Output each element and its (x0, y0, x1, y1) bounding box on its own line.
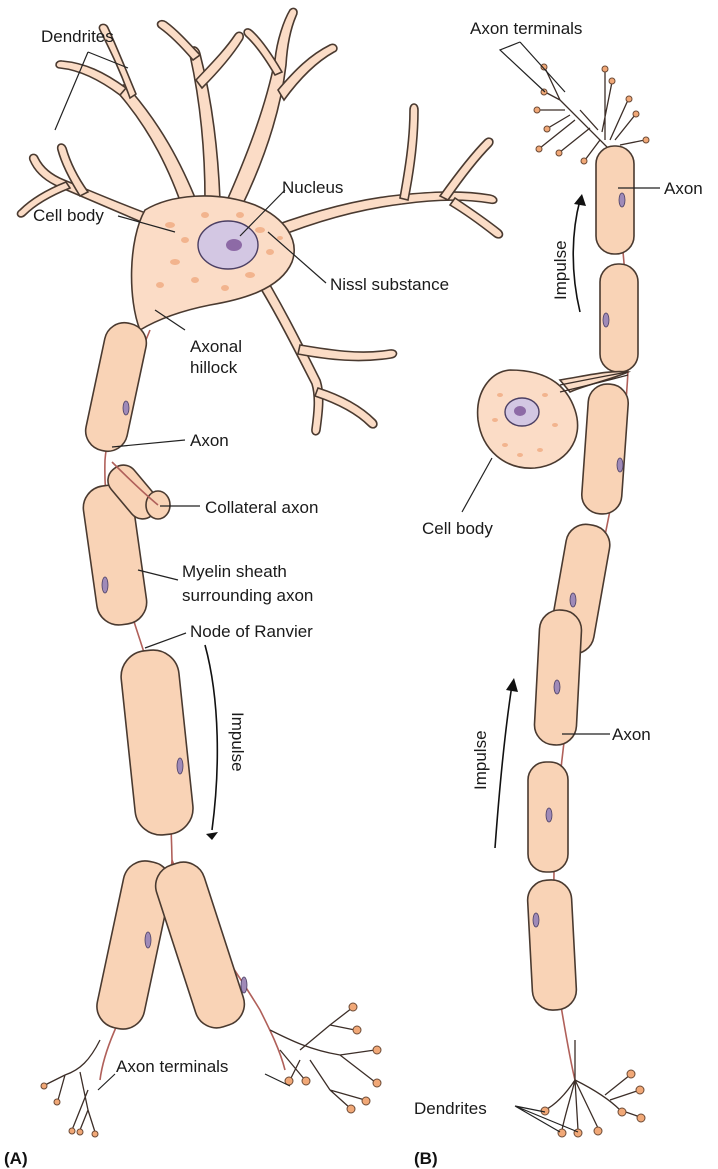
panel-b-impulse-arrow-bottom (495, 685, 512, 848)
panel-b-myelin-sheaths (527, 146, 638, 1011)
panel-a-cell-body-label: Cell body (33, 206, 104, 225)
panel-b-axon-bottom-label: Axon (612, 725, 651, 744)
panel-a-node-label: Node of Ranvier (190, 622, 313, 641)
panel-a-nucleus-label: Nucleus (282, 178, 343, 197)
panel-b-impulse-bottom-label: Impulse (471, 730, 490, 790)
panel-a-impulse-label: Impulse (228, 712, 247, 772)
panel-a-impulse-arrow (205, 645, 217, 830)
panel-b-dendrites-label: Dendrites (414, 1099, 487, 1118)
panel-a-collateral-label: Collateral axon (205, 498, 318, 517)
panel-b-cell-body-label: Cell body (422, 519, 493, 538)
panel-b-impulse-top-label: Impulse (551, 240, 570, 300)
panel-a-myelin-label: Myelin sheath (182, 562, 287, 581)
panel-b-axon-top-label: Axon (664, 179, 703, 198)
panel-a-axon-label: Axon (190, 431, 229, 450)
panel-b-tag: (B) (414, 1149, 438, 1168)
panel-b-dendrites (541, 1040, 645, 1137)
panel-a-axonal-hillock-label-2: hillock (190, 358, 238, 377)
panel-b-impulse-arrow-top (573, 200, 580, 312)
panel-a-axon-terminals-label: Axon terminals (116, 1057, 228, 1076)
panel-a-myelin-sheaths (81, 319, 251, 1034)
panel-a-myelin-label-2: surrounding axon (182, 586, 313, 605)
panel-a-nucleus (198, 221, 258, 269)
panel-a-nissl-label: Nissl substance (330, 275, 449, 294)
panel-a-multipolar-neuron: Dendrites Cell body Nucleus Nissl substa… (4, 8, 502, 1168)
panel-a-dendrites-label: Dendrites (41, 27, 114, 46)
panel-b-axon-terminals-label: Axon terminals (470, 19, 582, 38)
panel-a-axonal-hillock-label: Axonal (190, 337, 242, 356)
panel-b-axon-terminals (534, 64, 649, 164)
panel-a-tag: (A) (4, 1149, 28, 1168)
